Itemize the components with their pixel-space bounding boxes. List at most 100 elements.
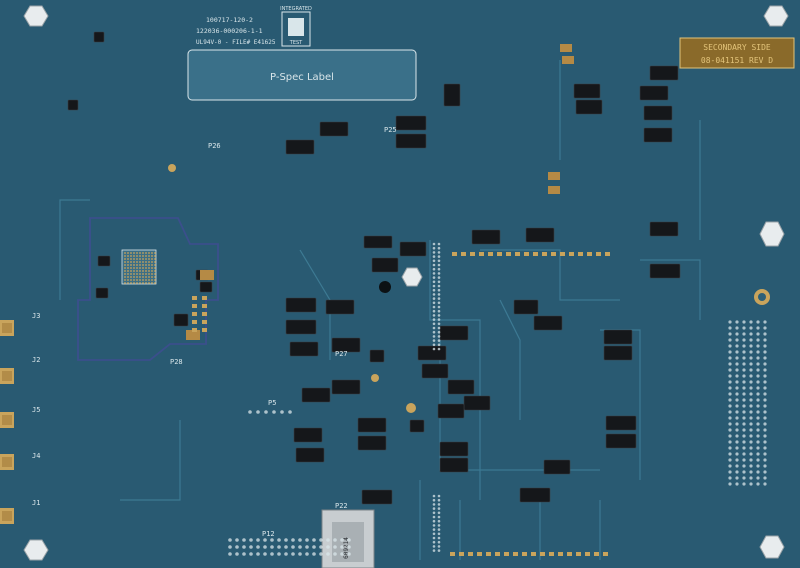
bga-ball-5-3 [139, 261, 141, 263]
bga-ball-0-6 [124, 270, 126, 272]
connector-column-bottom-0-12 [432, 545, 436, 548]
connector-right-5-22 [763, 452, 767, 456]
bga-ball-1-7 [127, 273, 129, 275]
header-p12-11-2 [305, 552, 309, 556]
bga-ball-6-1 [142, 255, 144, 257]
pspec-label-text: P-Spec Label [270, 72, 334, 83]
header-p12-11-0 [305, 538, 309, 542]
smd-part-51 [97, 255, 111, 267]
bga-ball-0-3 [124, 261, 126, 263]
header-p12-2-1 [242, 545, 246, 549]
pad-top-8 [524, 252, 529, 256]
connector-column-top-0-24 [432, 343, 436, 347]
connector-column-bottom-0-13 [432, 549, 436, 552]
bga-ball-7-3 [145, 261, 147, 263]
connector-right-2-9 [742, 374, 746, 378]
header-p12-16-1 [340, 545, 344, 549]
connector-right-3-15 [749, 410, 753, 414]
tan-part-3 [548, 186, 560, 194]
bga-ball-0-2 [124, 258, 126, 260]
header-p12-4-1 [256, 545, 260, 549]
smd-pads [192, 252, 610, 556]
connector-right-5-1 [763, 326, 767, 330]
header-p12-8-1 [284, 545, 288, 549]
standoff-top-right [763, 5, 789, 27]
bga-ball-3-8 [133, 276, 135, 278]
header-p12-0-1 [228, 545, 232, 549]
bga-ball-10-1 [154, 255, 156, 257]
connector-right-4-17 [756, 422, 760, 426]
designator-p27: P27 [335, 350, 348, 358]
bga-ball-10-6 [154, 270, 156, 272]
connector-right-0-8 [728, 368, 732, 372]
header-p12-6-0 [270, 538, 274, 542]
pad-top-16 [596, 252, 601, 256]
connector-right-0-22 [728, 452, 732, 456]
connector-right-1-4 [735, 344, 739, 348]
header-p12-1-0 [235, 538, 239, 542]
header-p12-14-2 [326, 552, 330, 556]
connector-right-5-13 [763, 398, 767, 402]
connector-right-2-10 [742, 380, 746, 384]
smd-part-42 [605, 415, 637, 431]
header-p12-13-1 [319, 545, 323, 549]
designator-p26: P26 [208, 142, 221, 150]
bga-ball-2-6 [130, 270, 132, 272]
smd-part-14 [371, 257, 399, 273]
bga-ball-4-4 [136, 264, 138, 266]
connector-right-0-21 [728, 446, 732, 450]
header-p12-5-1 [263, 545, 267, 549]
bga-ball-4-7 [136, 273, 138, 275]
connector-right-1-11 [735, 386, 739, 390]
connector-right-2-27 [742, 482, 746, 486]
pad-left-5 [202, 312, 207, 316]
header-p12-2-0 [242, 538, 246, 542]
smd-part-53 [67, 99, 79, 111]
bga-ball-4-9 [136, 279, 138, 281]
connector-column-top-1-21 [437, 330, 441, 334]
connector-right-1-8 [735, 368, 739, 372]
pad-top-17 [605, 252, 610, 256]
side-label-text: SECONDARY SIDE [703, 43, 771, 52]
bga-ball-6-4 [142, 264, 144, 266]
connector-right-2-23 [742, 458, 746, 462]
connector-right-1-22 [735, 452, 739, 456]
connector-column-top-0-20 [432, 326, 436, 330]
connector-right-2-20 [742, 440, 746, 444]
bga-ball-9-6 [151, 270, 153, 272]
smd-part-37 [293, 427, 323, 443]
bga-ball-0-1 [124, 255, 126, 257]
connector-right-2-1 [742, 326, 746, 330]
pad-bottom-9 [531, 552, 536, 556]
header-p12-15-0 [333, 538, 337, 542]
bga-ball-0-10 [124, 282, 126, 284]
header-p12-6-1 [270, 545, 274, 549]
designator-j4: J4 [32, 452, 40, 460]
connector-right-3-21 [749, 446, 753, 450]
connector-column-bottom-1-2 [437, 503, 441, 506]
connector-right-4-26 [756, 476, 760, 480]
connector-column-top-0-15 [432, 305, 436, 309]
bga-ball-10-8 [154, 276, 156, 278]
standoff-bottom-left [23, 539, 49, 561]
smd-part-50 [409, 419, 425, 433]
bga-ball-8-2 [148, 258, 150, 260]
smd-part-6 [319, 121, 349, 137]
connector-right-2-21 [742, 446, 746, 450]
bga-ball-5-2 [139, 258, 141, 260]
designator-j2: J2 [32, 356, 40, 364]
bga-ball-8-8 [148, 276, 150, 278]
connector-right-3-14 [749, 404, 753, 408]
pad-bottom-5 [495, 552, 500, 556]
connector-right-2-16 [742, 416, 746, 420]
tan-part-0 [560, 44, 572, 52]
logo-bottom-text: TEST [289, 40, 303, 46]
bga-ball-2-2 [130, 258, 132, 260]
connector-right-3-8 [749, 368, 753, 372]
connector-right-2-17 [742, 422, 746, 426]
bga-ball-0-4 [124, 264, 126, 266]
smd-part-9 [395, 133, 427, 149]
trace-11 [120, 420, 181, 501]
connector-right-2-6 [742, 356, 746, 360]
plated-hole-left [168, 164, 176, 172]
